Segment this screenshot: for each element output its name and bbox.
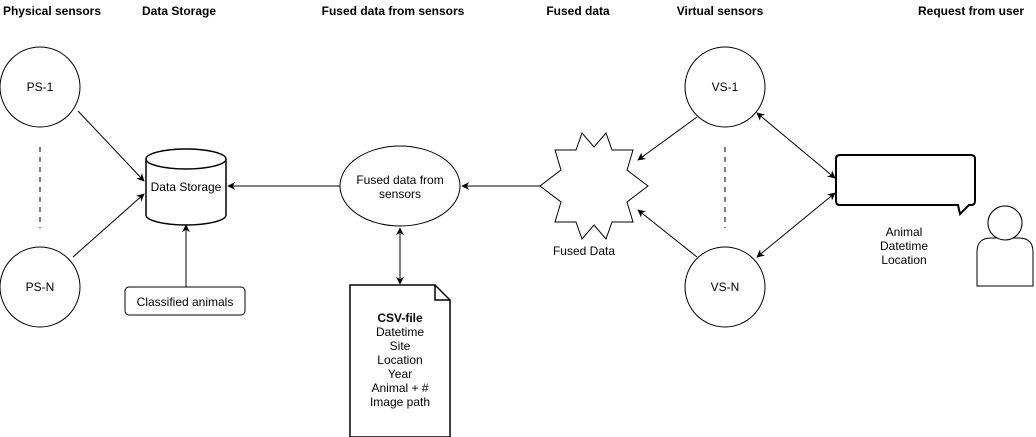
ps1-circle [0,46,81,128]
classified-animals-box [124,286,246,316]
fused-sensors-label-line2: sensors [378,187,422,201]
csv-field: Image path [369,395,431,409]
psn-label: PS-N [25,280,55,294]
classified-animals-label: Classified animals [136,295,234,309]
ps1-to-storage-arrow [77,110,145,182]
csv-field: Location [377,353,423,367]
fused-data-caption: Fused Data [552,244,616,258]
csv-file-document [349,284,451,437]
header-virtual-sensors: Virtual sensors [676,4,764,18]
vsn-request-double-arrow [756,192,836,258]
csv-file-contents: CSV-file Datetime Site Location Year Ani… [370,311,430,409]
request-field: Datetime [879,239,929,253]
vsn-circle [684,246,766,328]
csv-field: Datetime [375,325,425,339]
header-physical-sensors: Physical sensors [2,4,102,18]
vs1-label: VS-1 [711,80,739,94]
header-fused-from-sensors: Fused data from sensors [321,4,465,18]
header-data-storage: Data Storage [141,4,217,18]
psn-circle [0,246,81,328]
user-icon [976,205,1034,287]
fused-sensors-label-line1: Fused data from [356,173,444,187]
user-request-fields: Animal Datetime Location [880,225,928,267]
csv-file-title: CSV-file [377,311,423,325]
ps1-label: PS-1 [26,80,54,94]
vs1-circle [684,46,766,128]
request-field: Animal [885,225,923,239]
request-speech-bubble [835,154,976,216]
fused-sensors-label: Fused data from sensors [356,173,443,201]
vsn-label: VS-N [710,280,740,294]
vs1-to-star-arrow [637,116,698,161]
vs1-request-double-arrow [756,112,836,179]
data-storage-cylinder [145,148,227,226]
header-request-from-user: Request from user [917,4,1025,18]
csv-field: Animal + # [371,381,429,395]
header-fused-data: Fused data [546,4,610,18]
csv-field: Site [389,339,411,353]
request-field: Location [881,253,927,267]
psn-to-storage-arrow [72,193,145,258]
fused-data-star [539,132,649,240]
vsn-to-star-arrow [637,209,698,258]
data-storage-label: Data Storage [150,180,222,194]
csv-field: Year [387,367,413,381]
